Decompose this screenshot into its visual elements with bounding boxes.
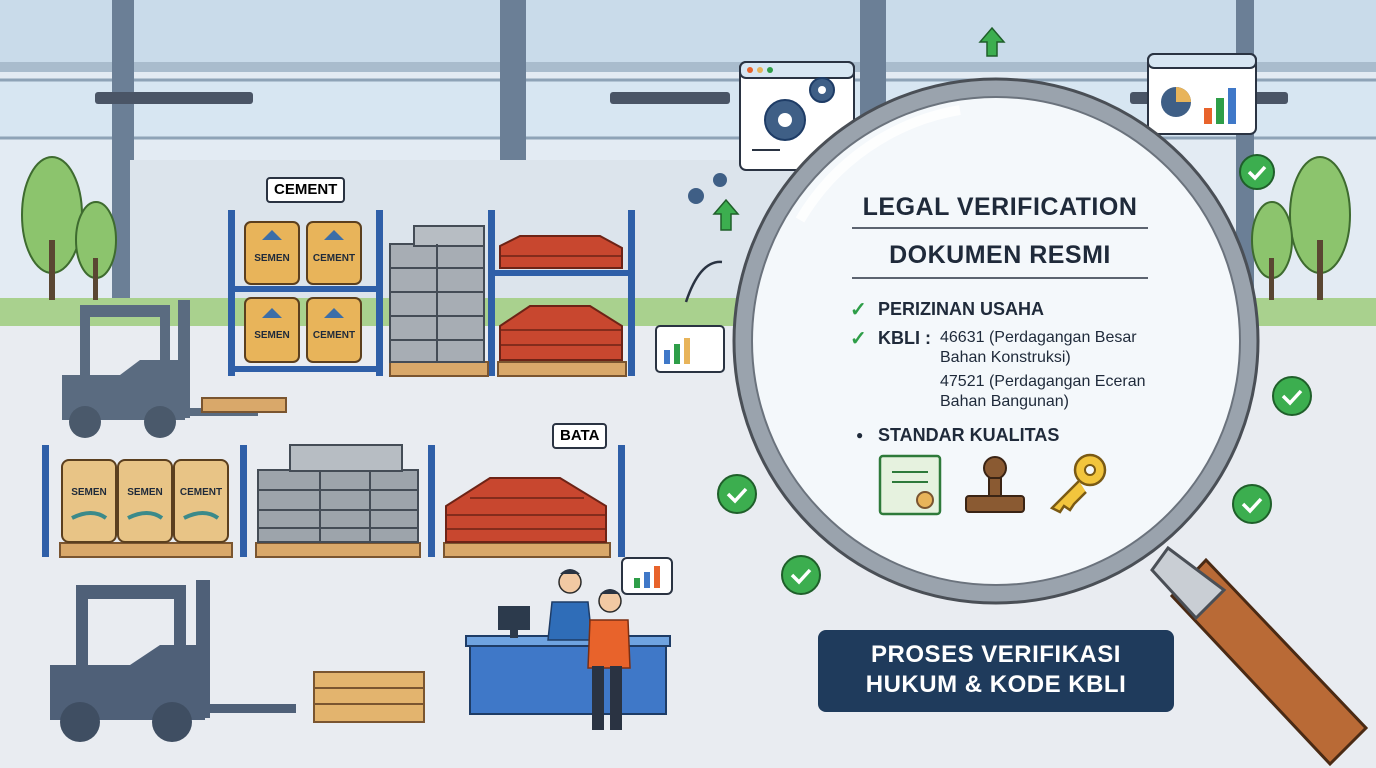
upper-rack-cement xyxy=(228,210,383,376)
certificate-icon xyxy=(878,454,942,516)
item-standar-kualitas: STANDAR KUALITAS xyxy=(878,425,1060,445)
upper-rack-blocks xyxy=(389,210,495,377)
process-banner: PROSES VERIFIKASI HUKUM & KODE KBLI xyxy=(818,630,1174,712)
pallet xyxy=(313,671,425,723)
lower-rack xyxy=(42,444,625,558)
cement-bag xyxy=(306,297,362,363)
bag-label: SEMEN xyxy=(71,487,107,498)
item-kbli: KBLI : xyxy=(878,328,931,348)
cement-bag xyxy=(61,459,117,543)
bullet-icon: ● xyxy=(856,428,864,442)
staff-person xyxy=(547,569,593,641)
kbli-code-1: 46631 (Perdagangan Besar Bahan Konstruks… xyxy=(940,328,1137,368)
bag-label: CEMENT xyxy=(179,487,223,498)
service-counter xyxy=(465,606,671,715)
check-icon: ✓ xyxy=(850,328,867,350)
banner-line-2: HUKUM & KODE KBLI xyxy=(865,671,1127,698)
small-gears-icon xyxy=(688,173,727,204)
kbli-code-2: 47521 (Perdagangan Eceran Bahan Bangunan… xyxy=(940,372,1146,412)
cement-tag: CEMENT xyxy=(266,177,346,203)
check-icon xyxy=(717,474,757,514)
tree-left xyxy=(21,156,117,300)
bag-label: CEMENT xyxy=(312,330,356,341)
cement-bag xyxy=(244,297,300,363)
customer-person xyxy=(587,589,631,730)
check-icon xyxy=(1239,154,1275,190)
tree-right xyxy=(1251,156,1351,300)
check-icon xyxy=(1272,376,1312,416)
bag-label: SEMEN xyxy=(127,487,163,498)
forklift-icon xyxy=(50,580,296,742)
kbli-code-1-line2: Bahan Konstruksi) xyxy=(940,349,1071,366)
cement-bag xyxy=(306,221,362,285)
chart-window-icon xyxy=(1147,53,1257,135)
speech-chart-icon xyxy=(621,557,673,595)
dashboard-icon xyxy=(655,325,725,373)
kbli-code-2-line1: 47521 (Perdagangan Eceran xyxy=(940,373,1146,390)
cement-bag xyxy=(117,459,173,543)
upper-rack-bricks xyxy=(495,210,635,377)
banner-line-1: PROSES VERIFIKASI xyxy=(871,641,1121,668)
arrow-up-icon xyxy=(712,26,1006,231)
magnifying-glass-icon xyxy=(732,77,1369,767)
lens-subtitle: DOKUMEN RESMI xyxy=(889,241,1111,269)
kbli-code-1-line1: 46631 (Perdagangan Besar xyxy=(940,329,1137,346)
lens-title: LEGAL VERIFICATION xyxy=(862,193,1138,221)
check-icon xyxy=(1232,484,1272,524)
cement-bag xyxy=(173,459,229,543)
cement-bag xyxy=(244,221,300,285)
key-icon xyxy=(1049,453,1107,514)
kbli-code-2-line2: Bahan Bangunan) xyxy=(940,393,1069,410)
trend-arrow-icon xyxy=(684,260,723,303)
bag-label: CEMENT xyxy=(312,253,356,264)
bag-label: SEMEN xyxy=(254,253,290,264)
pallet xyxy=(201,397,287,413)
bag-label: SEMEN xyxy=(254,330,290,341)
bata-tag: BATA xyxy=(552,423,608,449)
stamp-icon xyxy=(965,456,1025,513)
item-perizinan: PERIZINAN USAHA xyxy=(878,299,1045,319)
forklift-icon xyxy=(62,300,258,438)
check-icon xyxy=(781,555,821,595)
check-icon: ✓ xyxy=(850,299,867,321)
